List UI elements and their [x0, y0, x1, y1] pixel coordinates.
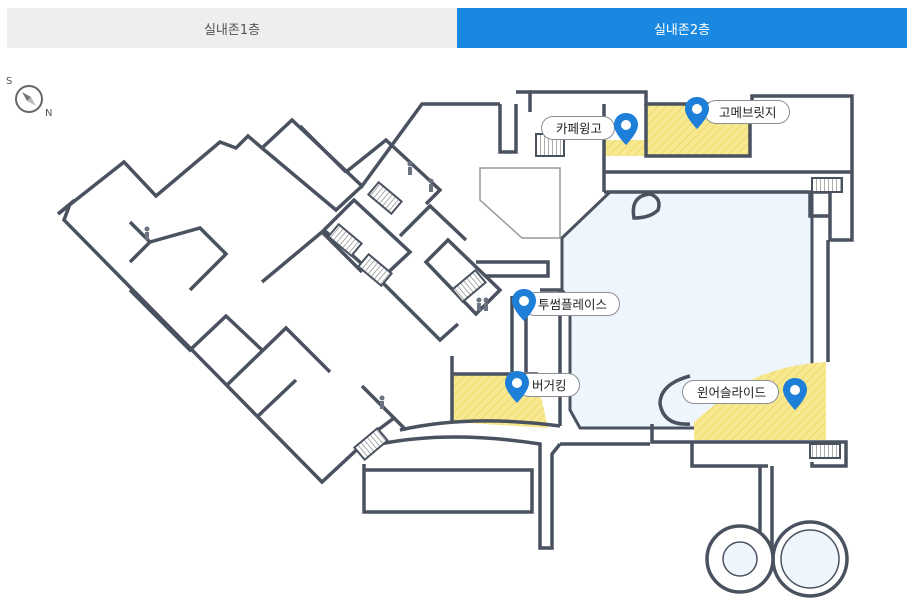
stair-blocks: [326, 133, 843, 462]
floor-tabs: 실내존1층 실내존2층: [7, 8, 907, 48]
tab-floor-2[interactable]: 실내존2층: [457, 8, 907, 48]
compass: S N: [4, 76, 54, 122]
compass-icon: [15, 85, 43, 113]
restroom-icons: [144, 161, 489, 409]
place-label-twosome-place[interactable]: 투썸플레이스: [523, 292, 621, 316]
compass-south-label: S: [6, 76, 13, 87]
store-area-cafe-wingo: [604, 140, 646, 156]
walkway: [479, 167, 561, 239]
map-pin-icon[interactable]: [782, 377, 808, 411]
compass-north-label: N: [45, 108, 53, 119]
round-towers: [705, 520, 849, 598]
map-pin-icon[interactable]: [511, 288, 537, 322]
building-walls: [56, 90, 854, 550]
map-pin-icon[interactable]: [613, 112, 639, 146]
place-label-burger-king[interactable]: 버거킹: [517, 373, 580, 397]
place-label-cafe-wingo[interactable]: 카페윙고: [541, 116, 616, 140]
map-pin-icon[interactable]: [504, 370, 530, 404]
place-label-gourmet-bridge[interactable]: 고메브릿지: [704, 100, 790, 124]
tab-floor-1[interactable]: 실내존1층: [7, 8, 457, 48]
map-pin-icon[interactable]: [684, 96, 710, 130]
place-label-slide[interactable]: 윈어슬라이드: [682, 380, 780, 404]
